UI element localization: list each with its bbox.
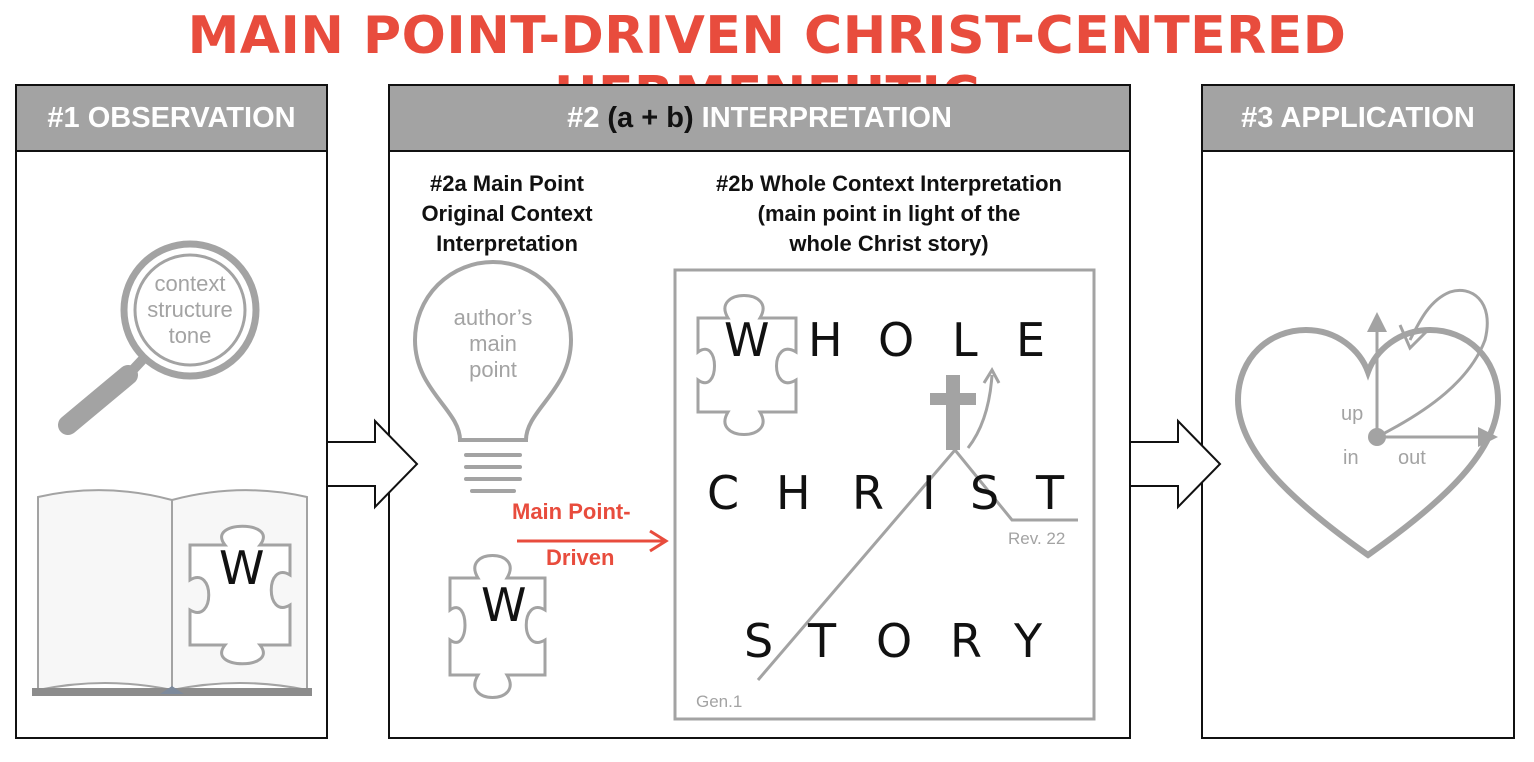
bulb-word-1: author’s [453,305,533,330]
observation-header-label: #1 OBSERVATION [47,101,296,134]
whole-letter-1: W [724,313,770,367]
application-header: #3 APPLICATION [1203,86,1513,152]
subheading-2a-line-3: Interpretation [436,231,578,256]
arrow-label-line-2: Driven [546,545,615,570]
application-header-label: #3 APPLICATION [1241,101,1475,134]
subheading-2a-line-2: Original Context [421,201,593,226]
label-in: in [1343,447,1359,469]
story-letter-5: Y [1014,614,1043,668]
story-timeline [756,447,1078,681]
whole-letter-3: O [878,313,915,367]
arrow-label-line-1: Main Point- [512,499,631,524]
story-letter-1: S [744,614,774,668]
magnifier-word-2: structure [147,297,233,322]
whole-letter-2: H [808,313,843,367]
axes-icon [1367,312,1498,447]
story-letter-4: R [950,614,982,668]
main-point-arrow [517,529,669,553]
arrow-interpretation-to-application [1131,418,1222,510]
observation-header: #1 OBSERVATION [17,86,326,152]
puzzle-letter-book: W [219,541,265,595]
interpretation-header-suffix: INTERPRETATION [701,101,952,134]
subheading-2a-line-1: #2a Main Point [429,171,585,196]
magnifier-word-1: context [154,271,226,296]
whole-letter-5: E [1016,313,1046,367]
bulb-word-3: point [469,357,517,382]
rev-label: Rev. 22 [1008,529,1066,548]
interpretation-header: #2 (a + b) INTERPRETATION [390,86,1129,152]
subheading-2b-line-1: #2b Whole Context Interpretation [716,171,1062,196]
magnifier-icon [58,240,260,435]
subheading-2b-line-3: whole Christ story) [789,231,989,256]
application-panel: #3 APPLICATION [1201,84,1515,739]
christ-letter-5: S [970,466,1000,520]
story-letter-2: T [808,614,837,668]
resurrection-arrow [966,366,1001,449]
subheading-2b: #2b Whole Context Interpretation (main p… [664,169,1114,259]
christ-letter-3: R [852,466,884,520]
christ-letter-6: T [1036,466,1065,520]
puzzle-piece-interpretation [448,554,547,699]
heart-icon [1234,326,1502,559]
puzzle-piece-whole [696,294,798,436]
loop-arrow-icon [1376,288,1489,439]
magnifier-word-3: tone [168,323,212,348]
interpretation-header-prefix: #2 [567,101,600,134]
story-letter-3: O [876,614,913,668]
bulb-word-2: main [469,331,517,356]
subheading-2b-line-2: (main point in light of the [757,201,1021,226]
label-out: out [1398,447,1426,469]
christ-letter-1: C [707,466,740,520]
christ-letter-4: I [922,466,936,520]
arrow-observation-to-interpretation [328,418,419,510]
whole-letter-4: L [952,313,978,367]
gen-label: Gen.1 [696,692,743,711]
puzzle-letter-interpretation: W [481,578,527,632]
cross-icon [930,375,976,450]
subheading-2a: #2a Main Point Original Context Interpre… [392,169,622,259]
label-up: up [1341,403,1364,425]
puzzle-piece-book [188,524,292,666]
light-bulb-icon [412,260,574,493]
christ-letter-2: H [776,466,811,520]
interpretation-header-middle: (a + b) [607,101,694,134]
